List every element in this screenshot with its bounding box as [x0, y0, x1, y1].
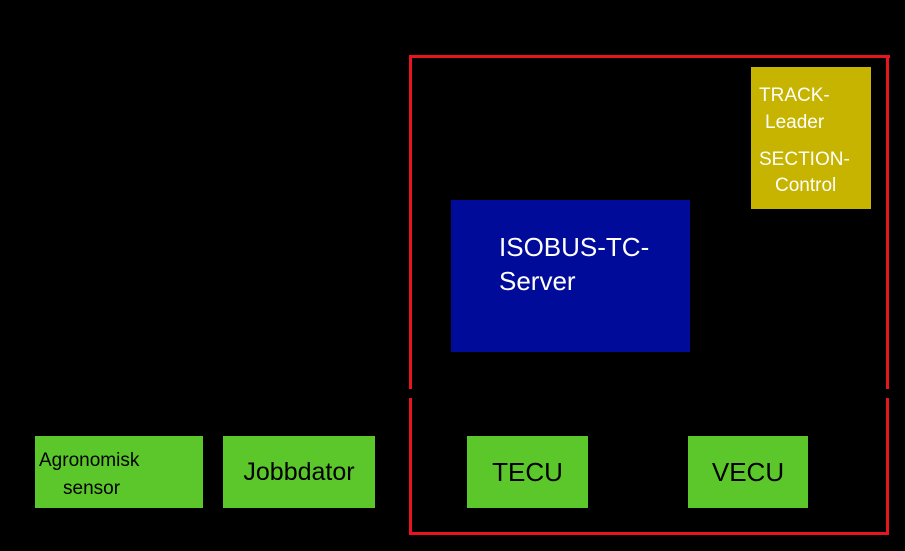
- frame-right-edge-upper: [886, 55, 889, 389]
- section-control-label-line1: SECTION-: [759, 149, 850, 170]
- tecu-box: TECU: [465, 434, 590, 510]
- tecu-label: TECU: [492, 456, 563, 487]
- vecu-box: VECU: [686, 434, 810, 510]
- frame-left-edge-lower: [409, 398, 412, 535]
- frame-right-edge-lower: [886, 398, 889, 535]
- section-control-label-line2: Control: [775, 175, 837, 196]
- job-computer-box: Jobbdator: [221, 434, 377, 510]
- track-leader-label-line1: TRACK-: [759, 85, 830, 106]
- tc-server-label-line2: Server: [499, 266, 576, 296]
- agronomic-sensor-label-line1: Agronomisk: [39, 450, 140, 471]
- frame-bottom-edge: [409, 532, 889, 535]
- agronomic-sensor-box: Agronomisk sensor: [33, 434, 205, 510]
- frame-left-edge-upper: [409, 55, 412, 389]
- tc-server-label-line1: ISOBUS-TC-: [499, 232, 650, 262]
- agronomic-sensor-label-line2: sensor: [63, 478, 121, 499]
- frame-top-edge: [409, 55, 890, 58]
- track-leader-label-line2: Leader: [765, 112, 825, 133]
- job-computer-label: Jobbdator: [243, 457, 355, 486]
- vecu-label: VECU: [711, 456, 785, 487]
- track-leader-section-control-box: TRACK- Leader SECTION- Control: [749, 65, 873, 211]
- isobus-tc-server-box: ISOBUS-TC- Server: [451, 200, 690, 352]
